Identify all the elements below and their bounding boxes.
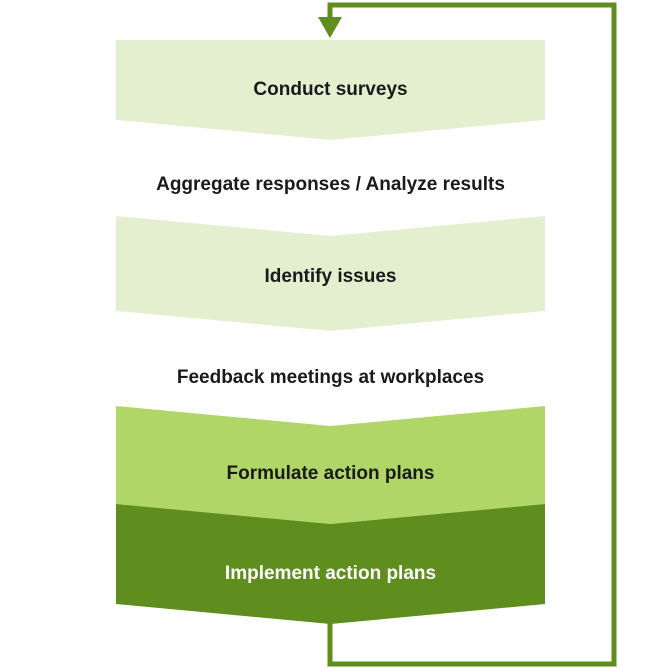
step-label-identify-issues: Identify issues xyxy=(265,266,397,287)
step-formulate-plans xyxy=(116,406,545,524)
loop-back-connector xyxy=(327,2,617,667)
step-identify-issues xyxy=(116,216,545,331)
step-implement-plans xyxy=(116,504,545,624)
step-conduct-surveys xyxy=(116,40,545,140)
step-label-formulate-plans: Formulate action plans xyxy=(227,463,435,484)
step-label-implement-plans: Implement action plans xyxy=(225,563,436,584)
step-label-feedback-meetings: Feedback meetings at workplaces xyxy=(177,367,484,388)
step-label-aggregate-analyze: Aggregate responses / Analyze results xyxy=(156,174,505,195)
step-feedback-meetings xyxy=(116,311,545,426)
loop-arrowhead-icon xyxy=(318,17,342,38)
step-aggregate-analyze xyxy=(116,120,545,236)
step-label-conduct-surveys: Conduct surveys xyxy=(253,79,407,100)
